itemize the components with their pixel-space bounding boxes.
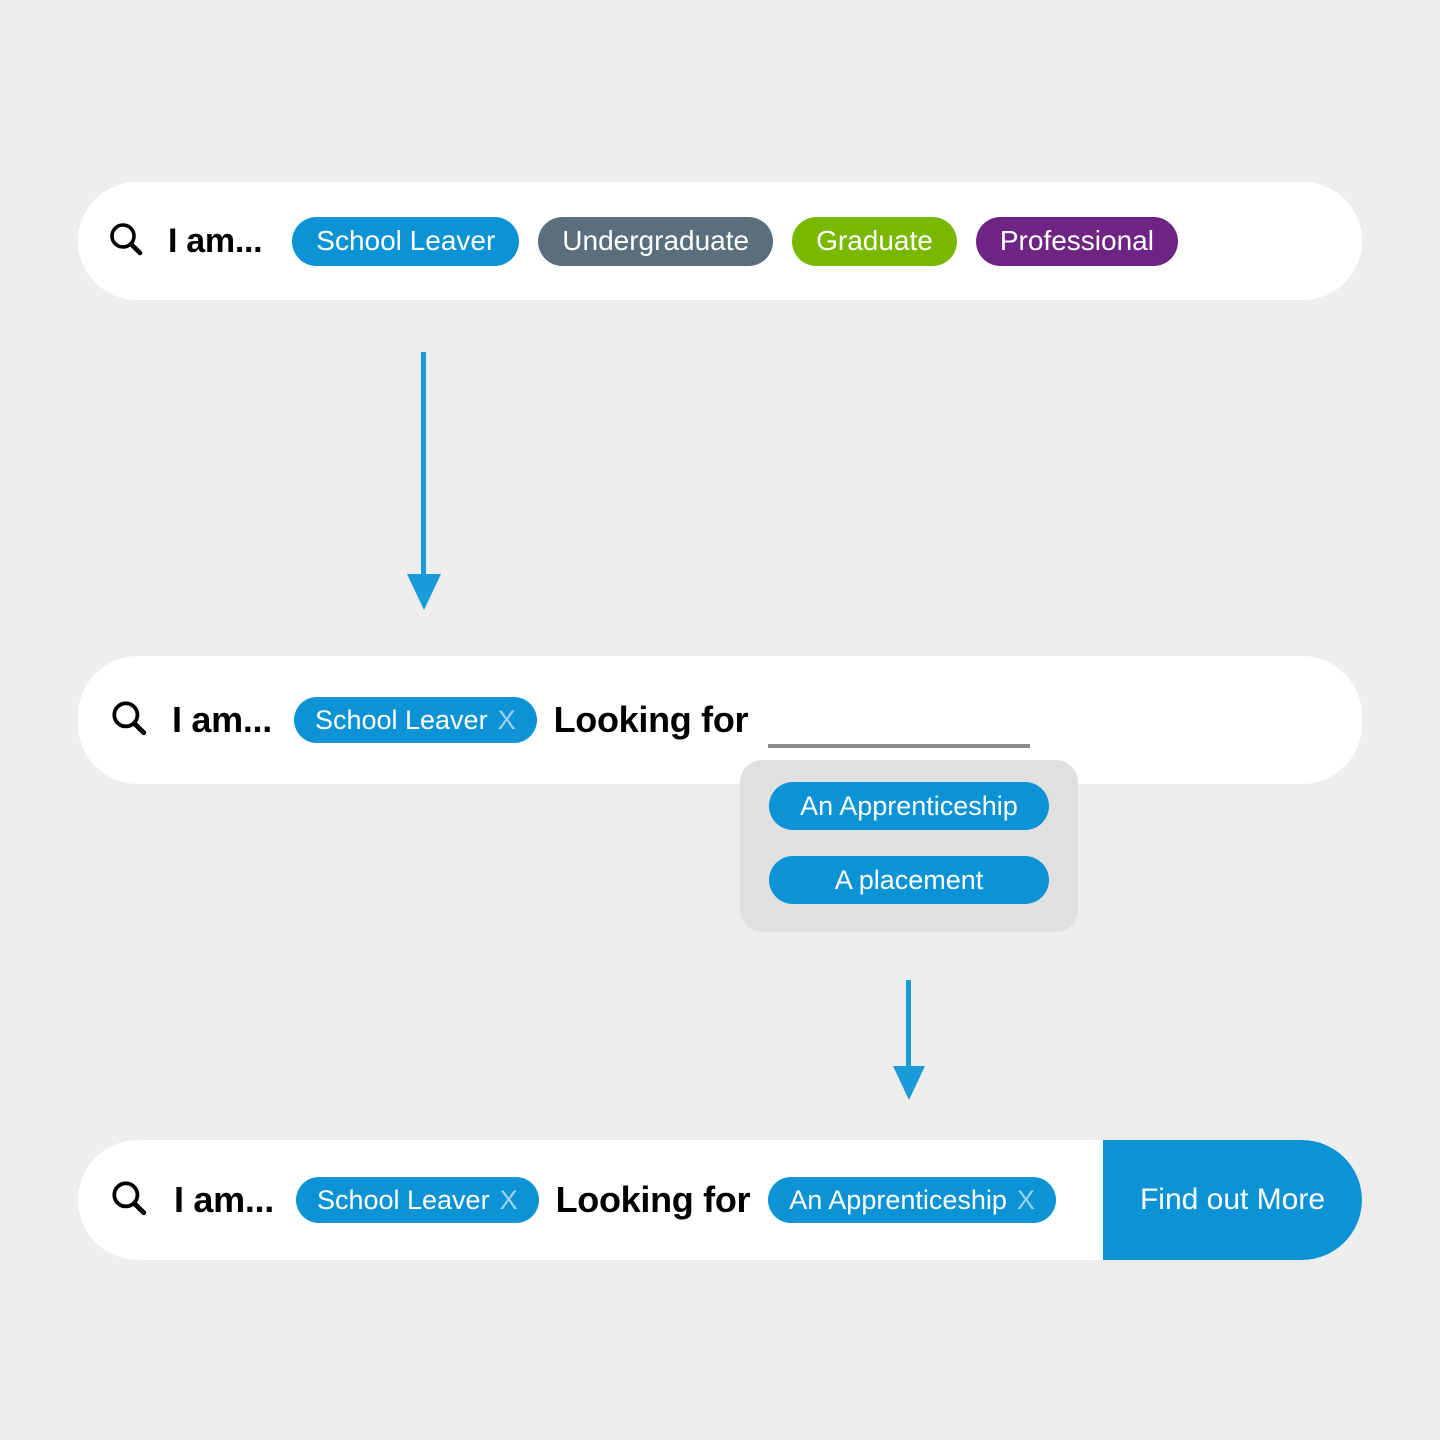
search-icon [106,219,146,264]
search-bar-step1[interactable]: I am... School Leaver Undergraduate Grad… [78,182,1362,300]
looking-for-label: Looking for [555,1179,751,1220]
search-icon [108,697,150,744]
role-pill-school-leaver[interactable]: School Leaver [292,216,520,266]
remove-role-icon[interactable]: X [497,704,516,735]
remove-role-icon[interactable]: X [499,1184,518,1215]
role-pill-professional[interactable]: Professional [975,216,1178,266]
role-pill-undergraduate[interactable]: Undergraduate [538,216,774,266]
looking-for-label: Looking for [553,699,749,740]
selected-role-chip[interactable]: School Leaver X [293,697,537,743]
search-icon [108,1177,150,1224]
arrow-down-icon [885,980,933,1105]
find-out-more-button[interactable]: Find out More [1103,1140,1362,1260]
selected-role-label: School Leaver [314,704,488,735]
i-am-label: I am... [168,221,263,260]
selected-role-label: School Leaver [316,1184,490,1215]
looking-for-dropdown[interactable]: An Apprenticeship A placement [740,760,1078,932]
i-am-label: I am... [174,1179,274,1220]
looking-for-input[interactable] [768,744,1031,748]
selected-role-chip[interactable]: School Leaver X [295,1177,539,1223]
dropdown-option-an-apprenticeship[interactable]: An Apprenticeship [769,782,1049,830]
role-pill-graduate[interactable]: Graduate [792,216,957,266]
search-bar-step2[interactable]: I am... School Leaver X Looking for [78,656,1362,784]
remove-looking-icon[interactable]: X [1016,1184,1035,1215]
selected-looking-label: An Apprenticeship [789,1184,1007,1215]
selected-looking-chip[interactable]: An Apprenticeship X [768,1177,1056,1223]
i-am-label: I am... [172,699,272,740]
search-bar-step3[interactable]: I am... School Leaver X Looking for An A… [78,1140,1362,1260]
arrow-down-icon [400,352,448,615]
dropdown-option-a-placement[interactable]: A placement [769,856,1049,904]
